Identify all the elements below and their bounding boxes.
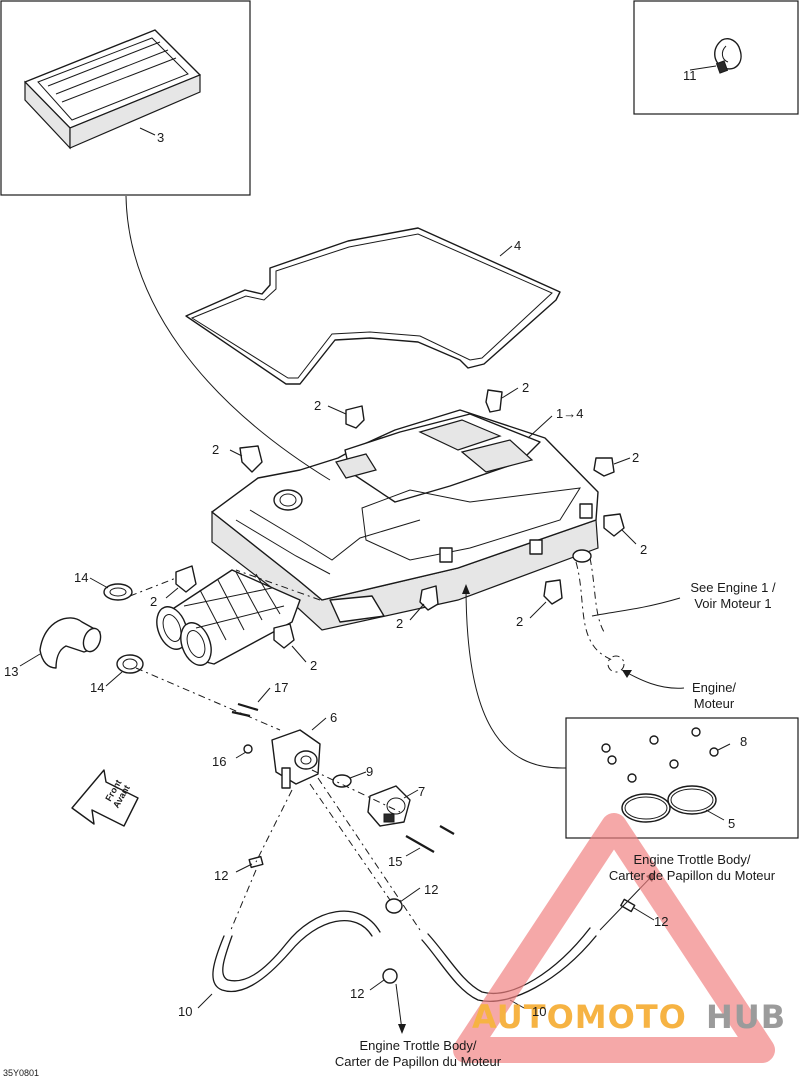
- callout-2-i: 2: [310, 658, 317, 673]
- callout-1-4: 1→4: [556, 406, 583, 421]
- clamp-part-14-upper: [103, 583, 133, 601]
- hose-part-10-left: [212, 910, 381, 993]
- callout-2-b: 2: [522, 380, 529, 395]
- notes: See Engine 1 / Voir Moteur 1 Engine/ Mot…: [3, 580, 776, 1078]
- clamp-part-11: [714, 38, 742, 74]
- clamp-part-12-d: [620, 898, 636, 913]
- callout-2-d: 2: [632, 450, 639, 465]
- filter-inset-frame: [0, 0, 251, 196]
- throttle-note-bottom-line2: Carter de Papillon du Moteur: [335, 1054, 502, 1069]
- screw-part-15: [405, 835, 435, 853]
- screw-part-17: [231, 702, 259, 718]
- figure-code: 35Y0801: [3, 1068, 39, 1078]
- callout-7: 7: [418, 784, 425, 799]
- airbox-part-1: [211, 409, 599, 631]
- watermark-text-secondary: HUB: [706, 998, 786, 1036]
- clamp-inset-frame: [633, 0, 799, 115]
- hardware-inset-frame: [565, 717, 799, 839]
- see-engine-note-line1: See Engine 1 /: [690, 580, 776, 595]
- leader-lines: [19, 65, 731, 1034]
- clamp-part-12-c: [382, 968, 398, 984]
- screws-part-8: [601, 727, 719, 783]
- sensor-part-7: [367, 785, 411, 827]
- assembly-lines: [129, 569, 421, 933]
- sensor-housing-part-6: [271, 729, 321, 789]
- callout-2-c: 2: [212, 442, 219, 457]
- watermark: AUTOMOTO HUB: [453, 813, 786, 1063]
- o-ring-part-9: [332, 774, 352, 788]
- hose-part-10-right: [421, 927, 597, 1002]
- callout-14-upper: 14: [74, 570, 88, 585]
- engine-note-line1: Engine/: [692, 680, 736, 695]
- callout-17: 17: [274, 680, 288, 695]
- callout-2-e: 2: [640, 542, 647, 557]
- front-direction-arrow: Front Avant: [71, 769, 139, 827]
- throttle-note-right-line1: Engine Trottle Body/: [633, 852, 750, 867]
- clamp-part-12-b: [385, 898, 403, 914]
- rings-part-5: [621, 785, 717, 823]
- callout-4: 4: [514, 238, 521, 253]
- callout-6: 6: [330, 710, 337, 725]
- throttle-note-right-line2: Carter de Papillon du Moteur: [609, 868, 776, 883]
- callout-8: 8: [740, 734, 747, 749]
- engine-note-line2: Moteur: [694, 696, 735, 711]
- nut-part-16: [243, 744, 253, 754]
- callout-15: 15: [388, 854, 402, 869]
- callout-10-a: 10: [178, 1004, 192, 1019]
- intake-duct: [156, 569, 301, 666]
- gasket-part-4: [185, 227, 561, 385]
- callout-5: 5: [728, 816, 735, 831]
- callout-2-a: 2: [314, 398, 321, 413]
- bolt-part-8: [439, 825, 455, 835]
- callout-13: 13: [4, 664, 18, 679]
- callout-2-f: 2: [150, 594, 157, 609]
- elbow-hose-part-13: [39, 617, 102, 669]
- callout-16: 16: [212, 754, 226, 769]
- clips-part-2: [175, 389, 625, 649]
- callout-11: 11: [683, 68, 697, 83]
- callout-12-d: 12: [350, 986, 364, 1001]
- callout-2-h: 2: [516, 614, 523, 629]
- callout-12-a: 12: [214, 868, 228, 883]
- engine-hose-part: [572, 549, 625, 673]
- callout-12-b: 12: [424, 882, 438, 897]
- clamp-part-14-lower: [116, 654, 144, 674]
- callout-12-c: 12: [654, 914, 668, 929]
- callout-9: 9: [366, 764, 373, 779]
- watermark-text-primary: AUTOMOTO: [472, 998, 687, 1036]
- callouts: 3 11 4 2 2 1→4 2 2 2 2 2 2 2 14 13 14 17…: [4, 68, 747, 1019]
- throttle-note-bottom-line1: Engine Trottle Body/: [359, 1038, 476, 1053]
- air-filter-part-3: [24, 29, 201, 150]
- callout-10-b: 10: [532, 1004, 546, 1019]
- callout-3: 3: [157, 130, 164, 145]
- callout-2-g: 2: [396, 616, 403, 631]
- callout-14-lower: 14: [90, 680, 104, 695]
- see-engine-note-line2: Voir Moteur 1: [694, 596, 771, 611]
